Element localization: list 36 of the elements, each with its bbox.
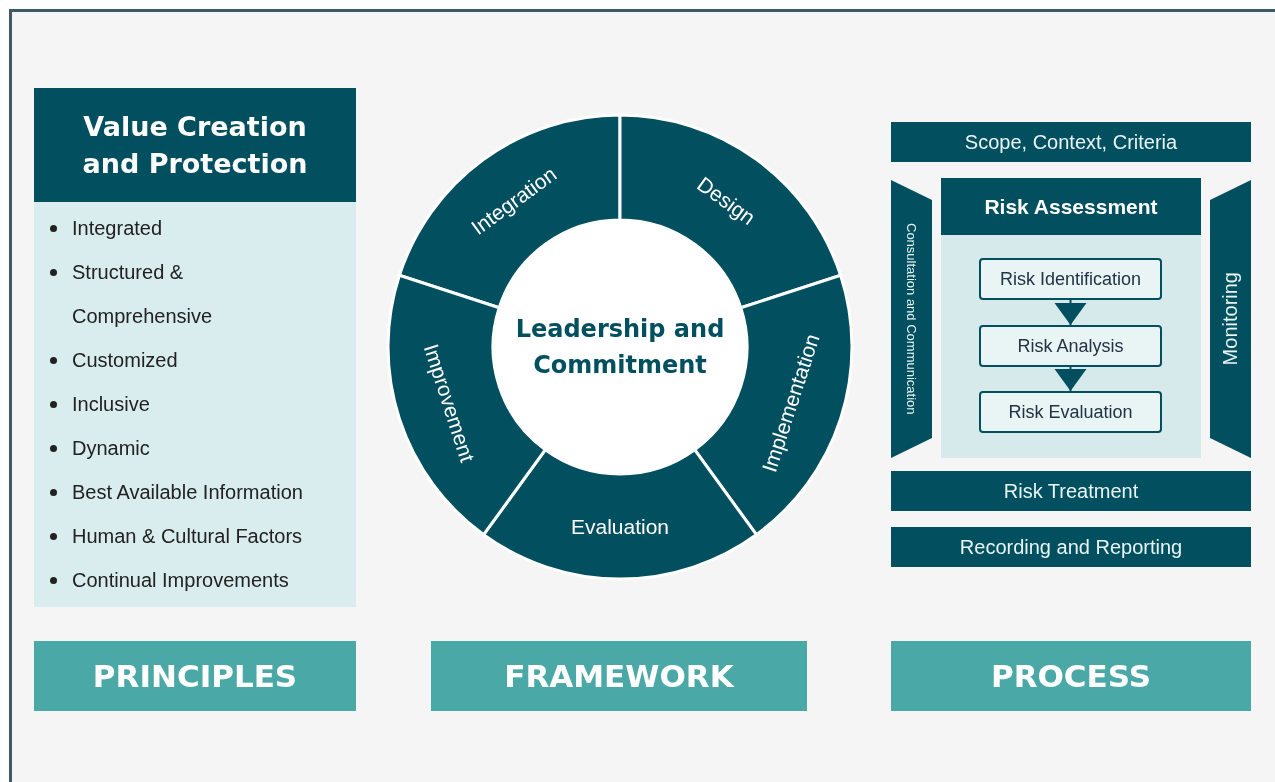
section-banner (34, 641, 356, 711)
segment-label: Evaluation (570, 515, 670, 539)
process-bar (891, 527, 1251, 567)
hub-title: Leadership and Commitment (514, 314, 726, 381)
banner-title: PRINCIPLES (92, 658, 298, 694)
principles-card (34, 88, 356, 607)
process-bar (891, 122, 1251, 162)
arrow (1054, 366, 1087, 392)
banner-title: PROCESS (990, 658, 1152, 694)
bullet-item: Structured & Comprehensive (71, 260, 214, 329)
section-banner (431, 641, 807, 711)
bullet-item: Best Available Information (71, 480, 304, 505)
step-box (979, 391, 1162, 433)
step-box (979, 258, 1162, 300)
card-heading: Value Creation and Protection (34, 88, 356, 202)
step-box (979, 325, 1162, 367)
bullet-item: Inclusive (71, 392, 151, 417)
bullet-item: Dynamic (71, 436, 151, 461)
step-label: Risk Identification (999, 268, 1142, 290)
bullet-item: Human & Cultural Factors (71, 524, 304, 549)
band-label: Monitoring (1219, 272, 1242, 366)
bar-label: Scope, Context, Criteria (964, 130, 1178, 154)
step-label: Risk Analysis (1017, 335, 1124, 357)
panel-heading: Risk Assessment (941, 178, 1201, 235)
band-label: Consultation and Communication (904, 223, 919, 415)
bar-label: Risk Treatment (1003, 479, 1139, 503)
assessment-panel (941, 178, 1201, 458)
banner-title: FRAMEWORK (504, 658, 734, 694)
bullet-item: Customized (71, 348, 179, 373)
step-label: Risk Evaluation (1008, 401, 1133, 423)
arrow (1054, 299, 1087, 326)
section-banner (891, 641, 1251, 711)
bullet-item: Integrated (71, 216, 164, 241)
process-bar (891, 471, 1251, 511)
bullet-item: Continual Improvements (71, 568, 290, 593)
bar-label: Recording and Reporting (959, 535, 1183, 559)
